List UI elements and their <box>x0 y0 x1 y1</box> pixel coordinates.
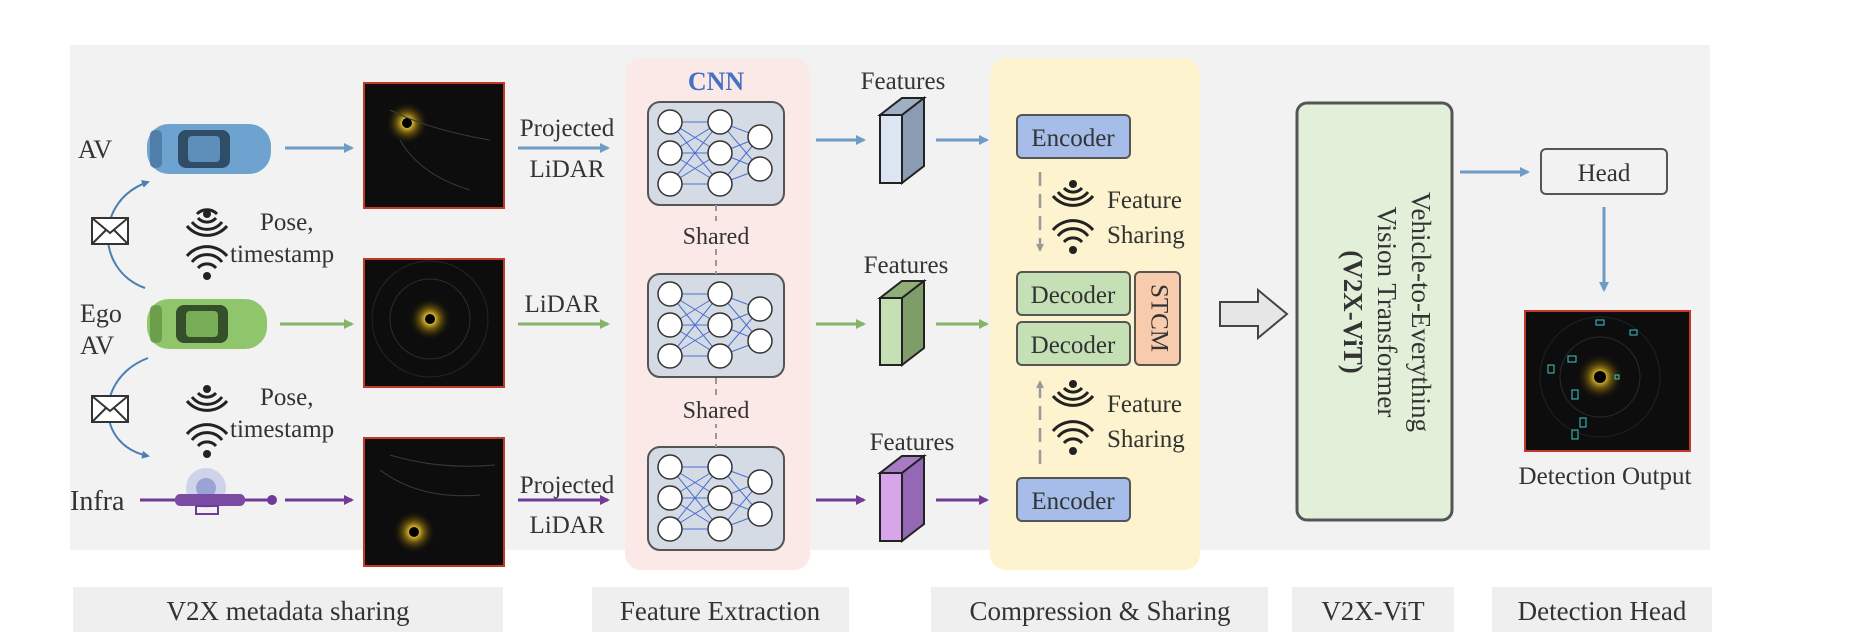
decoder-box-1 <box>1016 271 1131 316</box>
block-arrow-to-vit <box>1219 287 1289 341</box>
lidar-image-av <box>363 82 505 209</box>
stage-bar-compression <box>931 587 1268 632</box>
vit-title-line2: Vision Transformer <box>1372 207 1402 418</box>
lidar-image-infra <box>363 437 505 567</box>
vit-title-line1: Vehicle-to-Everything <box>1406 192 1436 432</box>
stage-label-feature-extraction: Feature Extraction <box>620 596 821 626</box>
encoder-box-bottom <box>1016 477 1131 522</box>
timestamp-label: timestamp <box>230 241 334 268</box>
head-label: Head <box>1578 160 1631 187</box>
vit-title-line3: (V2X-ViT) <box>1338 250 1368 373</box>
cnn-neuron <box>707 171 733 197</box>
cnn-block-av <box>647 101 785 206</box>
cnn-block-infra <box>647 446 785 551</box>
stage-label-metadata: V2X metadata sharing <box>167 596 410 626</box>
cnn-block-ego <box>647 273 785 378</box>
stage-bar-metadata <box>73 587 503 632</box>
lidar-label-ego: LiDAR <box>525 291 600 318</box>
feature-sharing-label: Feature <box>1107 187 1182 214</box>
lidar-image-ego <box>363 258 505 388</box>
cnn-neuron <box>707 312 733 338</box>
infra-sensor-icon <box>140 468 277 515</box>
encoder-label: Encoder <box>1031 488 1115 515</box>
agent-label-ego: Ego <box>80 299 122 328</box>
cnn-neuron <box>747 124 773 150</box>
cnn-neuron <box>657 312 683 338</box>
stage-label-vit: V2X-ViT <box>1321 596 1425 626</box>
cnn-neuron <box>707 516 733 542</box>
cnn-neuron <box>747 501 773 527</box>
agent-label-infra: Infra <box>70 486 125 517</box>
feature-map-infra <box>877 453 927 544</box>
stage-bar-feature-extraction <box>592 587 849 632</box>
envelope-icon <box>91 395 129 423</box>
shared-label: Shared <box>683 224 750 250</box>
features-label-infra: Features <box>870 429 955 456</box>
cnn-neuron <box>747 469 773 495</box>
signal-receive-icon <box>1051 180 1095 207</box>
encoder-box-top <box>1016 114 1131 159</box>
cnn-neuron <box>657 140 683 166</box>
agent-label-ego-av: AV <box>80 331 114 360</box>
stcm-label: STCM <box>1145 284 1172 352</box>
cnn-neuron <box>657 171 683 197</box>
projected-lidar-label-av: Projected <box>520 115 615 142</box>
cnn-neuron <box>707 140 733 166</box>
cnn-neuron <box>657 343 683 369</box>
decoder-label: Decoder <box>1031 282 1116 309</box>
ego-car-icon <box>147 299 267 349</box>
stage-bar-vit <box>1292 587 1454 632</box>
cnn-neuron <box>657 109 683 135</box>
pose-label: Pose, <box>260 209 313 236</box>
feature-sharing-label-2: Sharing <box>1107 426 1185 453</box>
cnn-neuron <box>707 454 733 480</box>
features-label-av: Features <box>861 68 946 95</box>
cnn-neuron <box>657 281 683 307</box>
signal-receive-icon <box>185 208 229 237</box>
projected-lidar-label-av-2: LiDAR <box>530 156 605 183</box>
feature-sharing-label-2: Sharing <box>1107 222 1185 249</box>
cnn-neuron <box>707 485 733 511</box>
v2x-vit-block <box>1295 101 1454 522</box>
feature-map-ego <box>877 278 927 368</box>
stage-label-compression: Compression & Sharing <box>970 596 1231 626</box>
detection-output-label: Detection Output <box>1519 463 1692 490</box>
projected-lidar-label-infra: Projected <box>520 472 615 499</box>
features-label-ego: Features <box>864 252 949 279</box>
envelope-icon <box>91 217 129 245</box>
cnn-neuron <box>747 328 773 354</box>
pose-label: Pose, <box>260 384 313 411</box>
timestamp-label: timestamp <box>230 416 334 443</box>
stcm-box <box>1134 271 1181 366</box>
signal-receive-icon <box>185 385 229 412</box>
cnn-title: CNN <box>688 67 745 96</box>
stage-label-detection-head: Detection Head <box>1518 596 1687 626</box>
signal-send-icon <box>1051 219 1095 254</box>
shared-label: Shared <box>683 398 750 424</box>
signal-send-icon <box>185 245 229 280</box>
cnn-neuron <box>657 516 683 542</box>
decoder-label: Decoder <box>1031 332 1116 359</box>
signal-send-icon <box>185 423 229 458</box>
encoder-label: Encoder <box>1031 125 1115 152</box>
projected-lidar-label-infra-2: LiDAR <box>530 512 605 539</box>
agent-label-av: AV <box>78 135 112 164</box>
cnn-neuron <box>657 454 683 480</box>
av-car-icon <box>147 124 271 174</box>
cnn-neuron <box>707 109 733 135</box>
cnn-neuron <box>707 343 733 369</box>
detection-output-image <box>1524 310 1691 452</box>
cnn-neuron <box>747 156 773 182</box>
feature-sharing-label: Feature <box>1107 391 1182 418</box>
signal-receive-icon <box>1051 380 1095 407</box>
cnn-neuron <box>747 296 773 322</box>
feature-map-av <box>877 95 927 186</box>
head-box <box>1540 148 1668 195</box>
stage-bar-detection-head <box>1492 587 1712 632</box>
cnn-neuron <box>657 485 683 511</box>
cnn-neuron <box>707 281 733 307</box>
decoder-box-2 <box>1016 321 1131 366</box>
signal-send-icon <box>1051 420 1095 455</box>
